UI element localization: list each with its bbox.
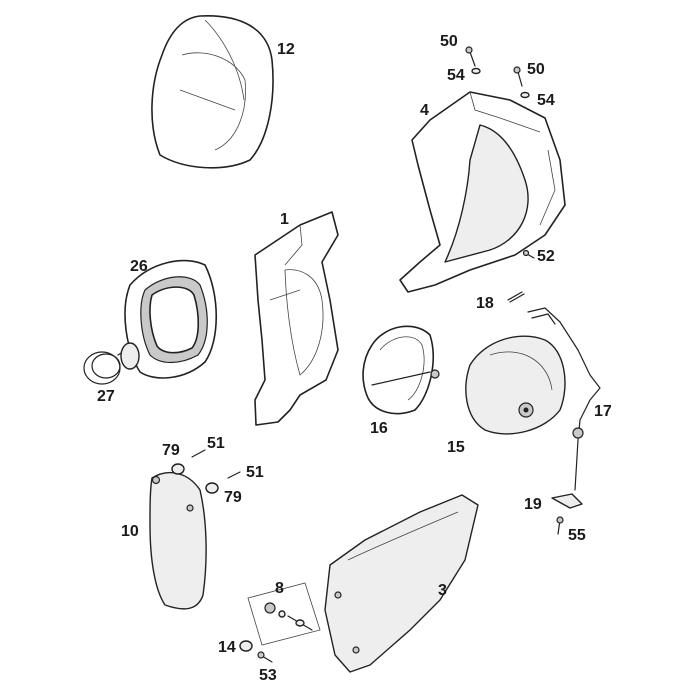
callout-51-upper: 51 — [207, 435, 225, 452]
callout-14: 14 — [218, 639, 236, 656]
screw-52 — [522, 249, 535, 259]
part-3-side-panel — [324, 494, 479, 673]
part-8-hardware-set — [247, 582, 321, 646]
callout-54-upper: 54 — [447, 67, 465, 84]
callout-79-upper: 79 — [162, 442, 180, 459]
callout-19: 19 — [524, 496, 542, 513]
part-16-filter-frame — [362, 325, 440, 415]
callout-55: 55 — [568, 527, 586, 544]
part-10-side-panel — [149, 471, 207, 610]
part-26-filter-cage — [124, 259, 217, 379]
callout-52: 52 — [537, 248, 555, 265]
part-27-clamp — [83, 342, 140, 385]
callout-17: 17 — [594, 403, 612, 420]
callout-50-right: 50 — [527, 61, 545, 78]
callout-27: 27 — [97, 388, 115, 405]
callout-15: 15 — [447, 439, 465, 456]
part-17-bracket — [527, 307, 601, 491]
part-15-air-filter — [465, 335, 566, 435]
part-12-filter-cover — [151, 15, 274, 169]
part-18-pin — [507, 291, 525, 303]
callout-12: 12 — [277, 41, 295, 58]
callout-50-upper: 50 — [440, 33, 458, 50]
callout-1: 1 — [280, 211, 289, 228]
part-14-nut — [239, 640, 253, 652]
part-53-screw — [257, 651, 273, 663]
bolt-50-b — [513, 66, 530, 99]
callout-3: 3 — [438, 582, 447, 599]
part-1-airbox-frame — [254, 211, 339, 426]
callout-18: 18 — [476, 295, 494, 312]
callout-8: 8 — [275, 580, 284, 597]
callout-4: 4 — [420, 102, 429, 119]
fastener-79-a — [171, 449, 206, 475]
callout-54-right: 54 — [537, 92, 555, 109]
bolt-50-a — [465, 46, 481, 75]
callout-10: 10 — [121, 523, 139, 540]
callout-51-lower: 51 — [246, 464, 264, 481]
callout-53: 53 — [259, 667, 277, 684]
callout-79-lower: 79 — [224, 489, 242, 506]
callout-26: 26 — [130, 258, 148, 275]
fastener-79-b — [205, 471, 241, 494]
callout-16: 16 — [370, 420, 388, 437]
part-4-airbox-housing — [399, 91, 566, 293]
part-19-clip — [551, 493, 583, 535]
